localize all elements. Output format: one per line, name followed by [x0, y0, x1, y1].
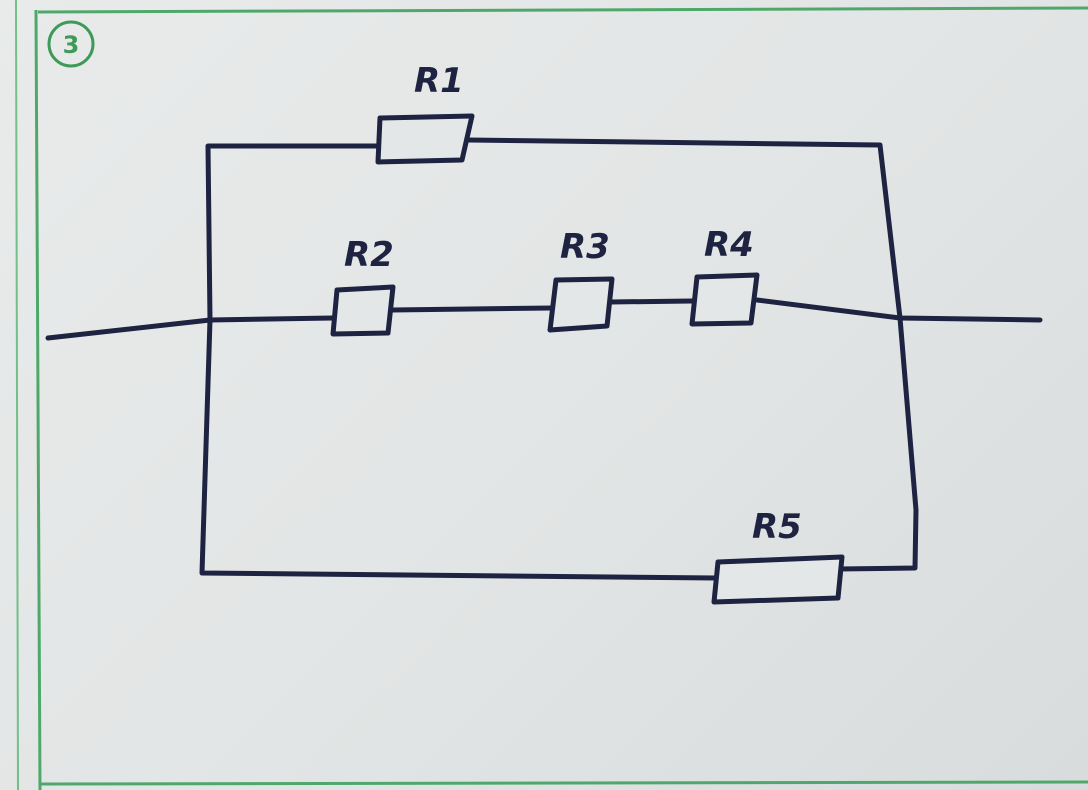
wire-top-right	[465, 137, 903, 321]
frame-top-line	[37, 6, 1088, 14]
resistor-r1	[375, 113, 475, 165]
frame-bottom-line	[39, 780, 1088, 786]
resistor-r2	[330, 284, 396, 337]
resistors	[330, 113, 845, 605]
problem-number: 3	[63, 31, 80, 59]
label-r1: R1	[414, 61, 464, 101]
wire-bottom-right	[835, 315, 919, 572]
wire-input-and-middle-left	[45, 315, 336, 341]
wire-r2-r3	[389, 305, 555, 313]
label-r2: R2	[344, 235, 394, 275]
wire-r3-r4	[607, 298, 695, 305]
wire-bottom-left	[199, 317, 719, 581]
label-r4: R4	[704, 225, 754, 265]
frame-outer-left-line	[15, 0, 19, 790]
resistor-r5	[711, 554, 845, 605]
resistor-r4	[689, 272, 760, 327]
resistor-labels: R1 R2 R3 R4 R5	[344, 61, 802, 547]
wires	[45, 137, 1043, 581]
page-frame	[15, 0, 1088, 790]
label-r3: R3	[560, 227, 610, 267]
frame-left-line	[34, 9, 42, 790]
wire-top-left	[205, 143, 381, 323]
label-r5: R5	[752, 507, 802, 547]
resistor-r3	[547, 276, 615, 333]
problem-number-badge: 3	[47, 20, 95, 68]
number-circle	[47, 20, 95, 68]
